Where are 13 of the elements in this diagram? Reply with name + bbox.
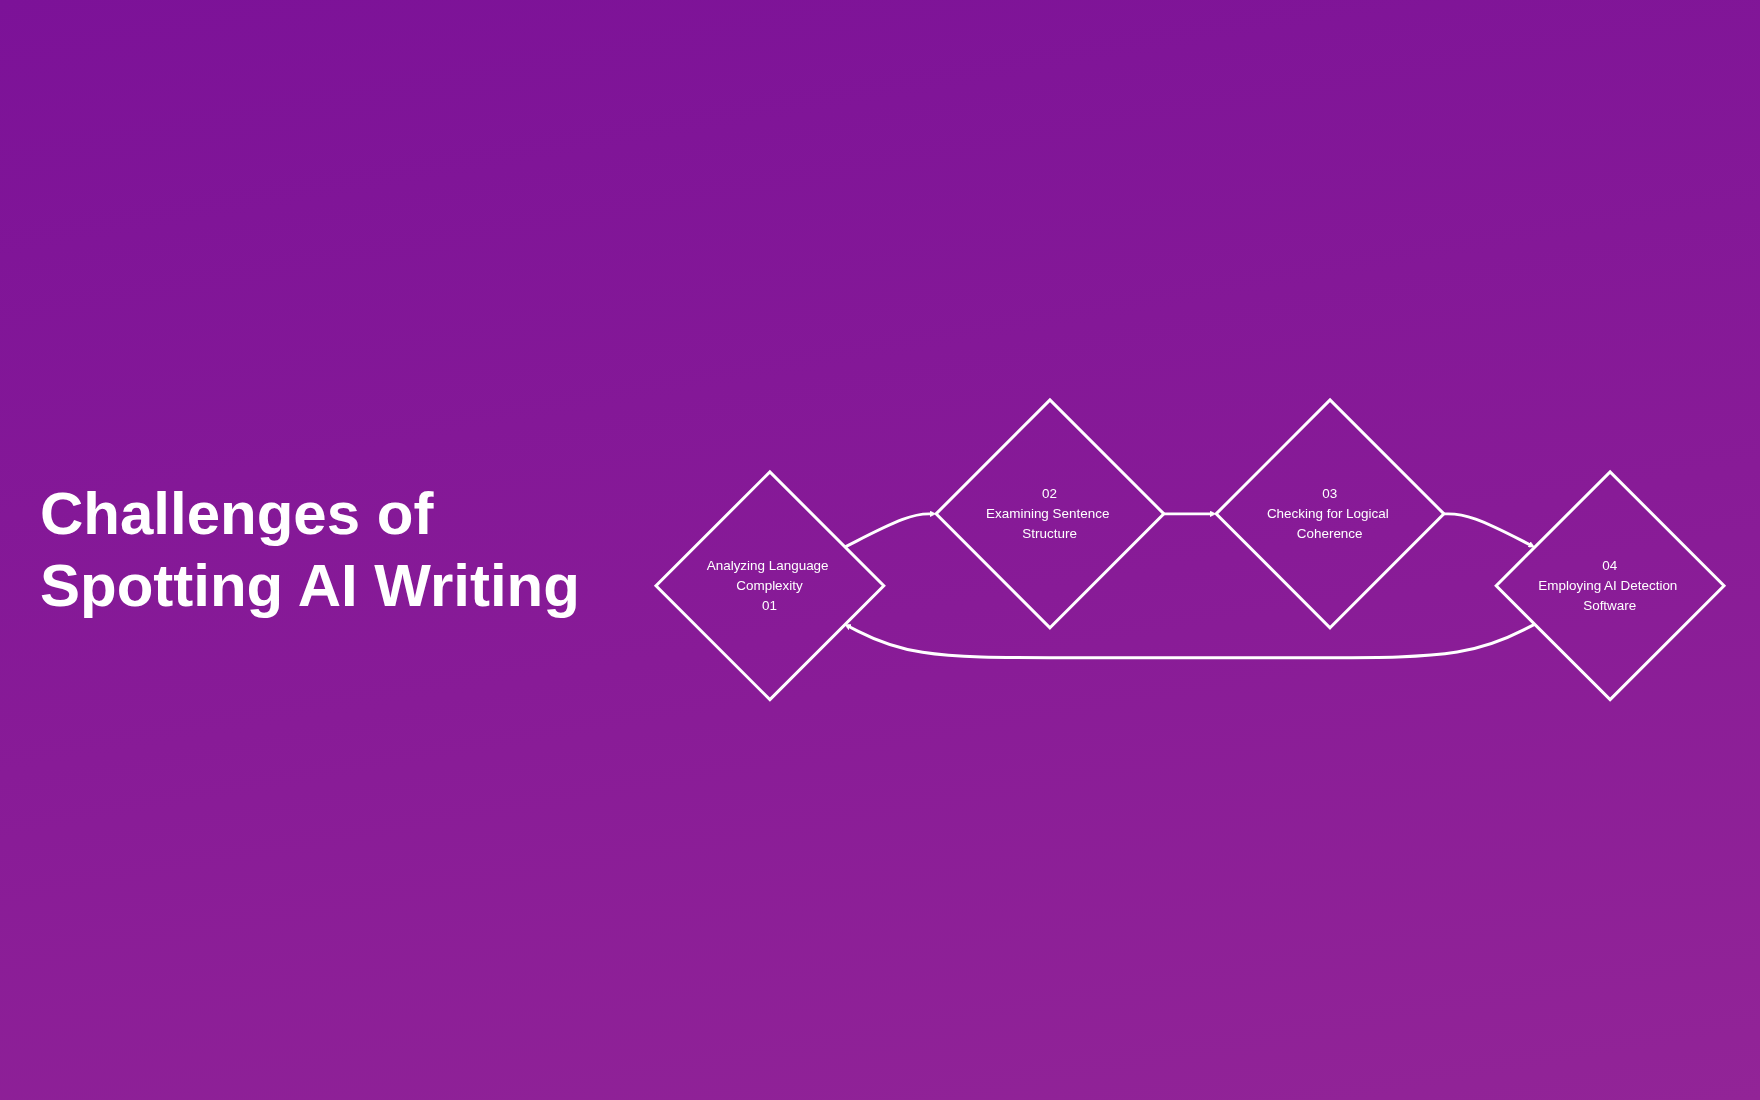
process-diamond [933,398,1166,631]
arrow [844,623,1536,660]
step-label: Analyzing Language Complexity 01 [705,556,830,616]
step-label: 02 Examining Sentence Structure [985,485,1111,544]
arrow [844,510,936,549]
step-label: 03 Checking for Logical Coherence [1265,485,1390,544]
process-diamond [653,469,886,702]
arrow [1163,510,1217,518]
process-diamond [1494,469,1727,702]
process-diamond [1214,398,1447,631]
title: Challenges of Spotting AI Writing [40,479,581,621]
step-label: 04 Employing AI Detection Software [1537,556,1679,616]
arrow [1443,512,1535,548]
